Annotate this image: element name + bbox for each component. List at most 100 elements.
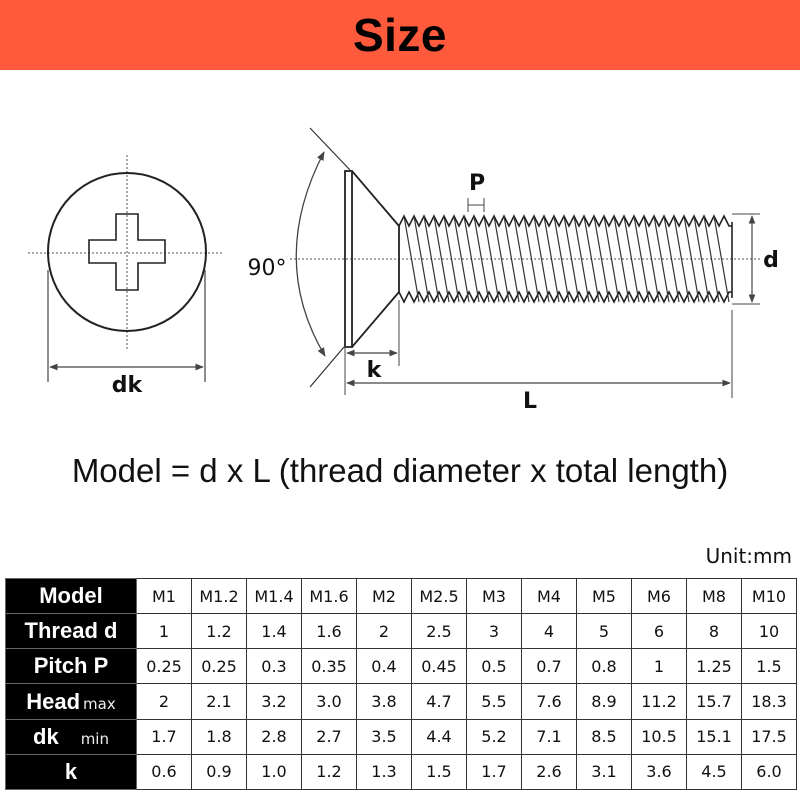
- table-cell: 8.5: [576, 718, 632, 755]
- table-cell: 2.6: [521, 753, 577, 791]
- table-cell: 18.3: [741, 683, 797, 720]
- table-cell: M1.4: [246, 577, 302, 615]
- title-banner: Size: [0, 0, 800, 70]
- table-cell: 0.4: [356, 648, 412, 685]
- table-cell: 7.6: [521, 683, 577, 720]
- table-cell: 1.7: [136, 718, 192, 755]
- pitch-label: P: [469, 171, 485, 196]
- table-cell: 2.8: [246, 718, 302, 755]
- page-title: Size: [352, 9, 448, 61]
- table-cell: 0.35: [301, 648, 357, 685]
- table-cell: 0.3: [246, 648, 302, 685]
- table-cell: 1.8: [191, 718, 247, 755]
- table-cell: 4.7: [411, 683, 467, 720]
- table-cell: 3.1: [576, 753, 632, 791]
- table-cell: 3.0: [301, 683, 357, 720]
- unit-label: Unit:mm: [705, 544, 792, 568]
- table-cell: 10: [741, 613, 797, 650]
- table-cell: 3.2: [246, 683, 302, 720]
- table-cell: 1: [631, 648, 687, 685]
- table-cell: 5.2: [466, 718, 522, 755]
- table-cell: 1.25: [686, 648, 742, 685]
- row-header: Thread d: [5, 613, 137, 650]
- table-cell: 5.5: [466, 683, 522, 720]
- table-cell: 11.2: [631, 683, 687, 720]
- phillips-cross-icon: [88, 213, 166, 291]
- table-cell: 2.7: [301, 718, 357, 755]
- table-cell: 1.2: [301, 753, 357, 791]
- table-cell: 4.4: [411, 718, 467, 755]
- table-cell: 0.5: [466, 648, 522, 685]
- table-cell: 5: [576, 613, 632, 650]
- table-cell: 1.3: [356, 753, 412, 791]
- table-cell: 1.7: [466, 753, 522, 791]
- row-header-label: Thread d: [24, 618, 118, 644]
- table-cell: 1.5: [411, 753, 467, 791]
- table-cell: 6: [631, 613, 687, 650]
- table-cell: 0.25: [191, 648, 247, 685]
- table-cell: 2: [356, 613, 412, 650]
- table-cell: 4: [521, 613, 577, 650]
- table-cell: M4: [521, 577, 577, 615]
- table-cell: 0.7: [521, 648, 577, 685]
- screw-diagram: dk 90°: [0, 110, 800, 430]
- table-cell: 3.5: [356, 718, 412, 755]
- row-header-qualifier: max: [83, 694, 116, 713]
- table-cell: M2: [356, 577, 412, 615]
- head-top-view: dk: [28, 155, 222, 398]
- row-header-label: k: [64, 758, 78, 784]
- table-cell: 7.1: [521, 718, 577, 755]
- table-cell: 1.2: [191, 613, 247, 650]
- table-cell: 3.8: [356, 683, 412, 720]
- row-header-label: dk: [33, 723, 59, 749]
- row-header-label: Head: [26, 688, 81, 714]
- head-height-label: k: [367, 358, 383, 383]
- table-cell: M8: [686, 577, 742, 615]
- table-cell: 0.8: [576, 648, 632, 685]
- table-cell: 10.5: [631, 718, 687, 755]
- table-cell: M3: [466, 577, 522, 615]
- table-cell: M6: [631, 577, 687, 615]
- table-cell: M1: [136, 577, 192, 615]
- row-header: k: [5, 753, 137, 791]
- table-cell: 1.5: [741, 648, 797, 685]
- table-cell: M1.2: [191, 577, 247, 615]
- table-cell: 4.5: [686, 753, 742, 791]
- screw-side-view: 90°: [248, 127, 779, 414]
- table-cell: 0.6: [136, 753, 192, 791]
- table-cell: M5: [576, 577, 632, 615]
- row-header-label: Pitch P: [33, 653, 109, 679]
- row-header-label: Model: [39, 583, 103, 609]
- table-cell: 2.5: [411, 613, 467, 650]
- table-cell: 0.9: [191, 753, 247, 791]
- table-cell: 6.0: [741, 753, 797, 791]
- table-cell: 1: [136, 613, 192, 650]
- table-cell: 15.1: [686, 718, 742, 755]
- table-cell: 0.45: [411, 648, 467, 685]
- model-formula-caption: Model = d x L (thread diameter x total l…: [71, 452, 729, 489]
- table-cell: 3: [466, 613, 522, 650]
- diameter-label: d: [763, 248, 779, 273]
- length-label: L: [523, 389, 537, 414]
- table-cell: 1.6: [301, 613, 357, 650]
- row-header: Pitch P: [5, 648, 137, 685]
- table-cell: M10: [741, 577, 797, 615]
- angle-label: 90°: [248, 256, 287, 281]
- table-cell: M2.5: [411, 577, 467, 615]
- table-cell: 8: [686, 613, 742, 650]
- row-header: Model: [5, 577, 137, 615]
- table-cell: 15.7: [686, 683, 742, 720]
- table-cell: 1.0: [246, 753, 302, 791]
- table-cell: M1.6: [301, 577, 357, 615]
- table-cell: 3.6: [631, 753, 687, 791]
- dk-label: dk: [112, 373, 144, 398]
- table-cell: 17.5: [741, 718, 797, 755]
- row-header-qualifier: min: [80, 729, 109, 748]
